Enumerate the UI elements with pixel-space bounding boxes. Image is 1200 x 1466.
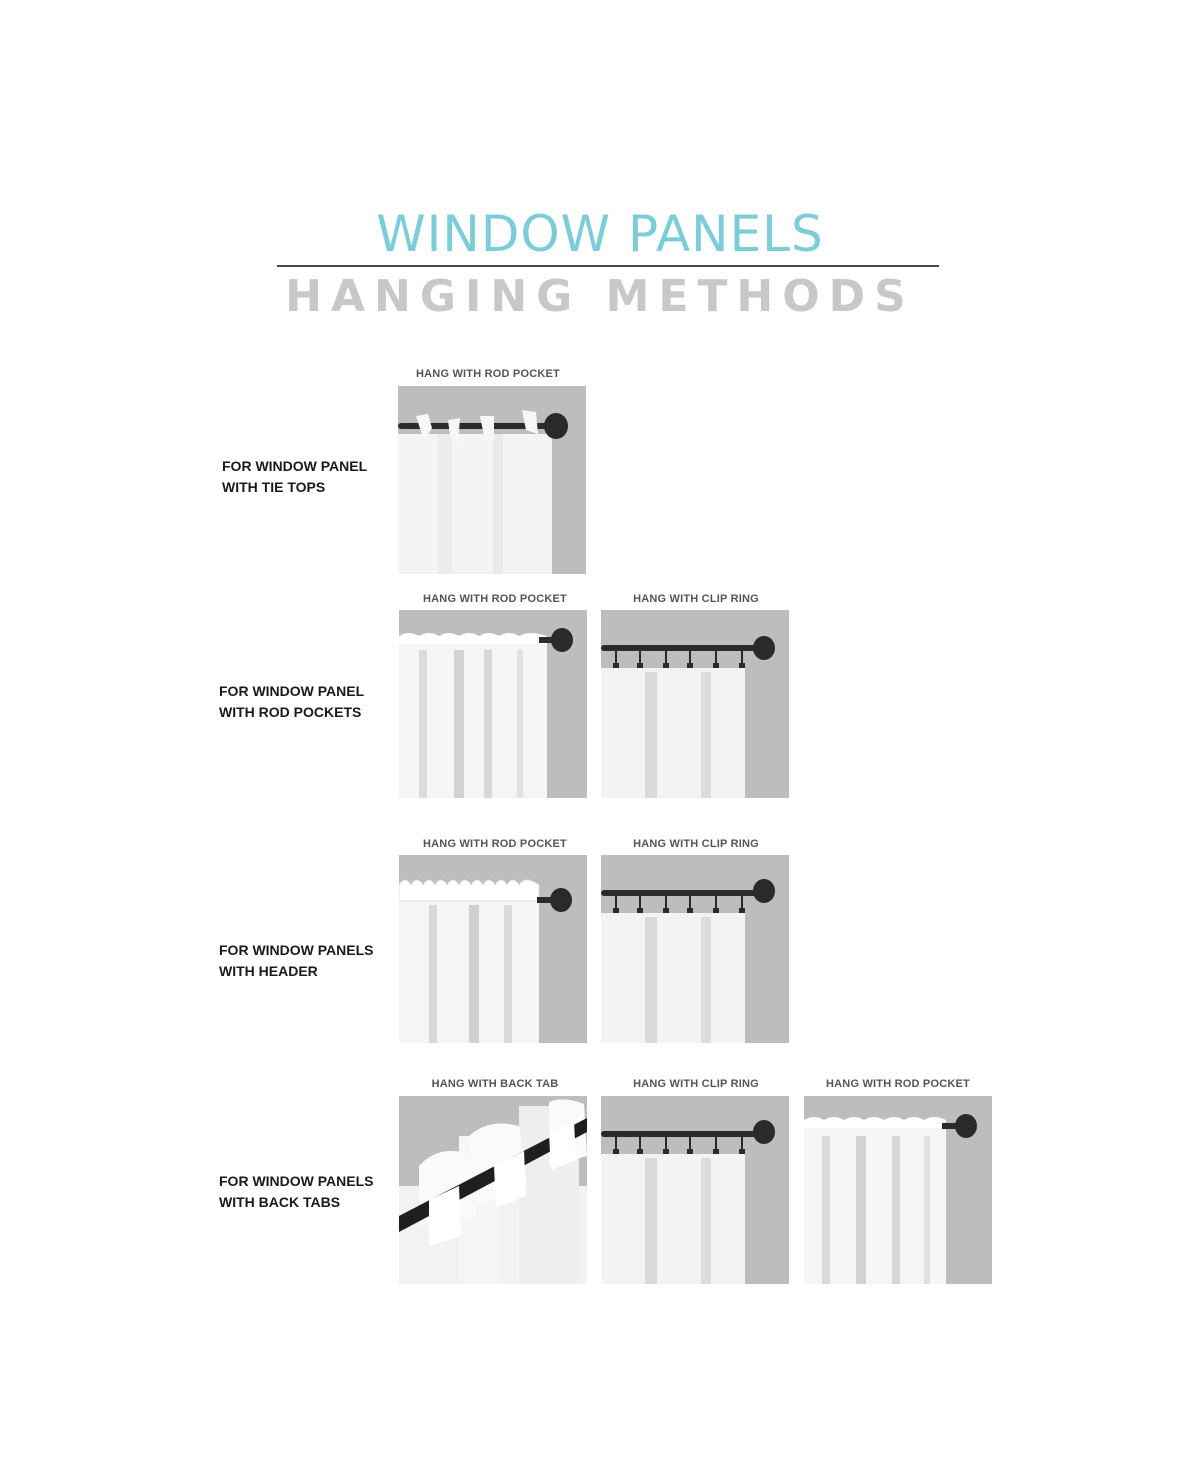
- caption: HANG WITH CLIP RING: [633, 593, 759, 605]
- row-label-rod-pockets: FOR WINDOW PANEL WITH ROD POCKETS: [219, 683, 365, 720]
- rod-pocket-curtain-image: [804, 1096, 992, 1284]
- clip-ring-curtain-image: [601, 610, 789, 798]
- caption: HANG WITH CLIP RING: [633, 838, 759, 850]
- row-label-back-tabs: FOR WINDOW PANELS WITH BACK TABS: [219, 1173, 374, 1210]
- tie-top-curtain-image: [398, 386, 586, 574]
- caption: HANG WITH BACK TAB: [431, 1078, 559, 1090]
- caption: HANG WITH ROD POCKET: [423, 838, 567, 850]
- caption: HANG WITH ROD POCKET: [423, 593, 567, 605]
- clip-ring-curtain-image: [601, 855, 789, 1043]
- caption: HANG WITH ROD POCKET: [416, 368, 560, 380]
- rod-pocket-curtain-image: [399, 610, 587, 798]
- title-divider: [277, 265, 939, 267]
- clip-ring-curtain-image: [601, 1096, 789, 1284]
- row-label-tie-tops: FOR WINDOW PANEL WITH TIE TOPS: [222, 458, 368, 495]
- caption: HANG WITH CLIP RING: [633, 1078, 759, 1090]
- page-subtitle: HANGING METHODS: [285, 271, 915, 322]
- back-tab-curtain-image: [399, 1096, 587, 1284]
- page-title: WINDOW PANELS: [376, 205, 824, 263]
- caption: HANG WITH ROD POCKET: [826, 1078, 970, 1090]
- header-rod-pocket-curtain-image: [399, 855, 587, 1043]
- row-label-header: FOR WINDOW PANELS WITH HEADER: [219, 942, 374, 979]
